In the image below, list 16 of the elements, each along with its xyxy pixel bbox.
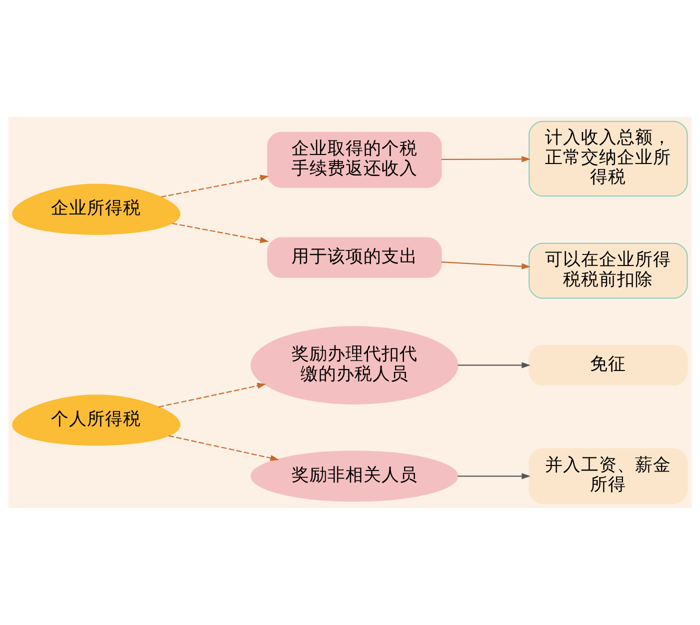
node-box: 可以在企业所得税税前扣除 xyxy=(528,242,688,299)
arrow xyxy=(441,156,530,162)
arrow xyxy=(168,435,280,462)
arrow xyxy=(160,174,269,198)
arrow xyxy=(441,262,530,270)
node-box: 免征 xyxy=(528,344,688,386)
arrow xyxy=(458,362,530,368)
arrow xyxy=(158,382,266,408)
arrow xyxy=(458,473,530,480)
node-box: 并入工资、薪金所得 xyxy=(528,448,688,504)
arrow xyxy=(172,222,269,244)
node-box: 用于该项的支出 xyxy=(267,237,442,278)
node-box: 企业取得的个税手续费返还收入 xyxy=(267,132,442,188)
node-ellipse: 奖励办理代扣代缴的办税人员 xyxy=(250,326,458,404)
node-ellipse: 奖励非相关人员 xyxy=(250,450,458,502)
node-box: 计入收入总额，正常交纳企业所得税 xyxy=(528,120,688,197)
